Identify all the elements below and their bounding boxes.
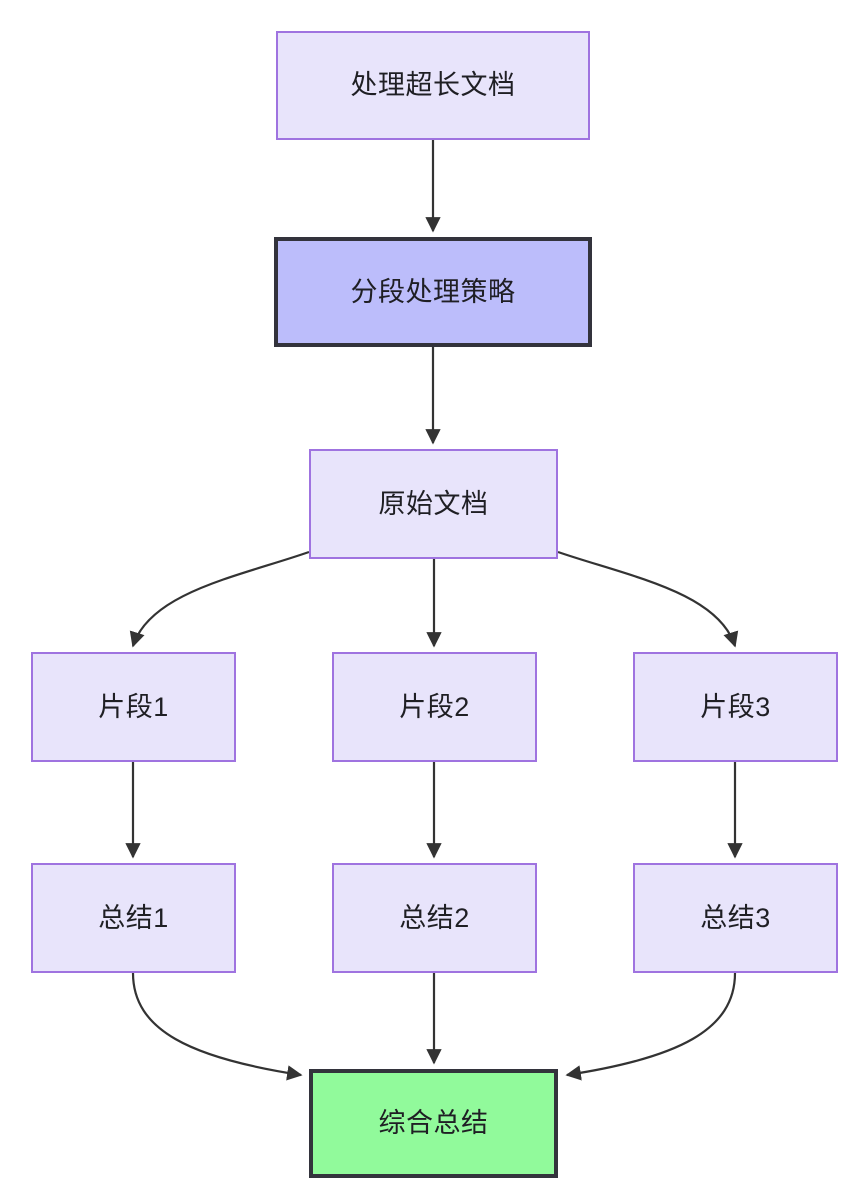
edge-n9-n10 bbox=[565, 972, 737, 1081]
node-fragment-3[interactable]: 片段3 bbox=[633, 652, 838, 762]
node-label: 分段处理策略 bbox=[350, 276, 516, 307]
node-process-long-document[interactable]: 处理超长文档 bbox=[276, 31, 590, 140]
node-label: 总结2 bbox=[399, 902, 470, 933]
node-label: 原始文档 bbox=[378, 488, 489, 519]
node-summary-3[interactable]: 总结3 bbox=[633, 863, 838, 973]
node-label: 片段3 bbox=[700, 691, 771, 722]
edge-n3-n6 bbox=[557, 550, 739, 648]
node-summary-2[interactable]: 总结2 bbox=[332, 863, 537, 973]
node-label: 片段1 bbox=[98, 691, 169, 722]
node-comprehensive-summary[interactable]: 综合总结 bbox=[309, 1069, 558, 1178]
node-summary-1[interactable]: 总结1 bbox=[31, 863, 236, 973]
node-label: 综合总结 bbox=[378, 1108, 489, 1139]
node-fragment-2[interactable]: 片段2 bbox=[332, 652, 537, 762]
node-original-document[interactable]: 原始文档 bbox=[309, 449, 558, 559]
node-label: 总结1 bbox=[98, 902, 169, 933]
node-chunking-strategy[interactable]: 分段处理策略 bbox=[274, 237, 592, 347]
node-label: 处理超长文档 bbox=[350, 70, 516, 101]
node-label: 片段2 bbox=[399, 691, 470, 722]
edge-n7-n10 bbox=[131, 972, 303, 1081]
edge-n3-n4 bbox=[129, 550, 310, 648]
node-fragment-1[interactable]: 片段1 bbox=[31, 652, 236, 762]
node-label: 总结3 bbox=[700, 902, 771, 933]
